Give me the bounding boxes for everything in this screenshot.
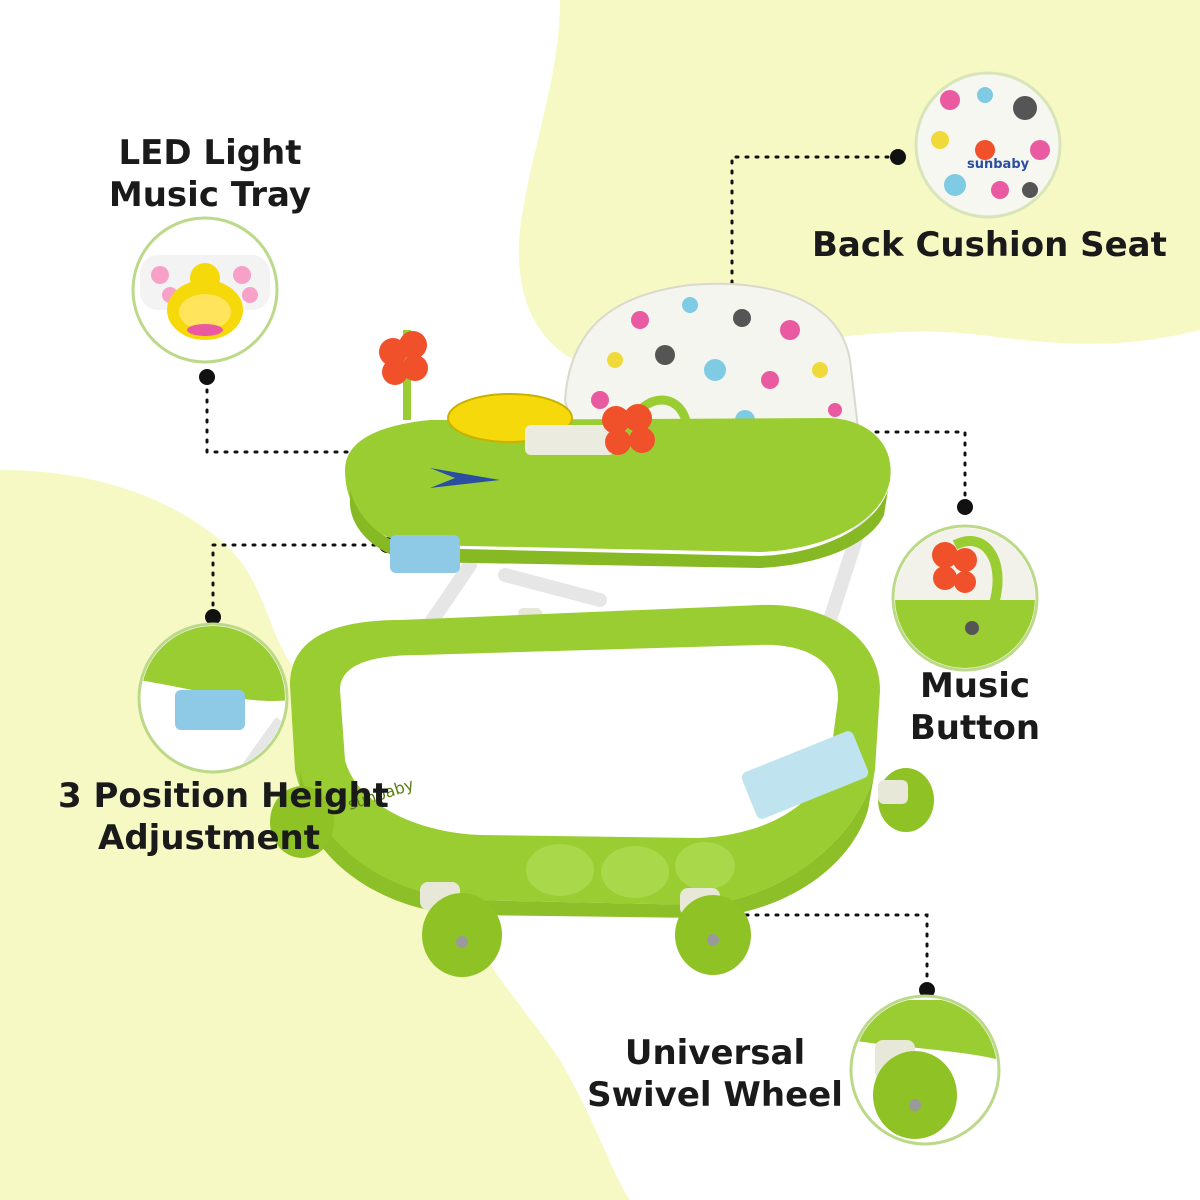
swivel-wheel-leader <box>714 913 929 990</box>
back-cushion-label: Back Cushion Seat <box>812 224 1167 266</box>
callout-dot <box>919 982 935 998</box>
callout-dot <box>890 149 906 165</box>
callout-dot <box>199 369 215 385</box>
left-flower-toy <box>379 331 428 385</box>
back-cushion-label-line1: Back Cushion Seat <box>812 225 1167 265</box>
right-toy-arc <box>636 395 693 478</box>
baby-walker-illustration: sunbaby <box>270 282 934 977</box>
tray-decal <box>430 468 500 488</box>
front-bumps <box>526 842 735 898</box>
callout-dot <box>957 499 973 515</box>
height-adjust-label-line2: Adjustment <box>98 818 320 858</box>
led-tray-leader <box>205 378 530 454</box>
back-cushion-zoom-circle: sunbaby <box>914 71 1062 219</box>
height-adjust-label-line1: 3 Position Height <box>58 776 389 816</box>
back-cushion-leader <box>730 155 900 314</box>
led-tray-label-line1: LED Light <box>118 133 302 173</box>
height-adjuster-box <box>390 535 460 573</box>
music-button-label-line1: Music <box>919 666 1031 706</box>
height-adjust-zoom-circle <box>137 622 289 774</box>
led-tray-label: LED Light Music Tray <box>100 132 320 216</box>
music-button-leader <box>644 430 967 507</box>
walker-tray <box>345 418 891 552</box>
base-ring-inner <box>340 644 839 838</box>
height-adjust-leader <box>211 543 387 617</box>
right-flower-toy <box>602 404 655 455</box>
music-button-label: Music Button <box>900 665 1050 749</box>
music-button-label-line2: Button <box>909 708 1041 748</box>
swivel-wheel-label: Universal Swivel Wheel <box>585 1032 845 1116</box>
led-tray-label-line2: Music Tray <box>108 175 312 215</box>
music-button-zoom-circle <box>891 524 1039 672</box>
led-tray-zoom-circle <box>131 216 279 364</box>
height-adjust-label: 3 Position Height Adjustment <box>58 775 389 859</box>
leader-lines <box>205 155 967 990</box>
walker-sticker <box>741 731 869 819</box>
music-panel <box>525 425 615 455</box>
swivel-wheel-zoom-circle <box>849 994 1001 1146</box>
swivel-wheel-label-line1: Universal <box>624 1033 806 1073</box>
front-wheels <box>270 768 934 977</box>
callout-dot <box>205 609 221 625</box>
svg-text:sunbaby: sunbaby <box>967 157 1030 172</box>
swivel-wheel-label-line2: Swivel Wheel <box>587 1075 843 1115</box>
